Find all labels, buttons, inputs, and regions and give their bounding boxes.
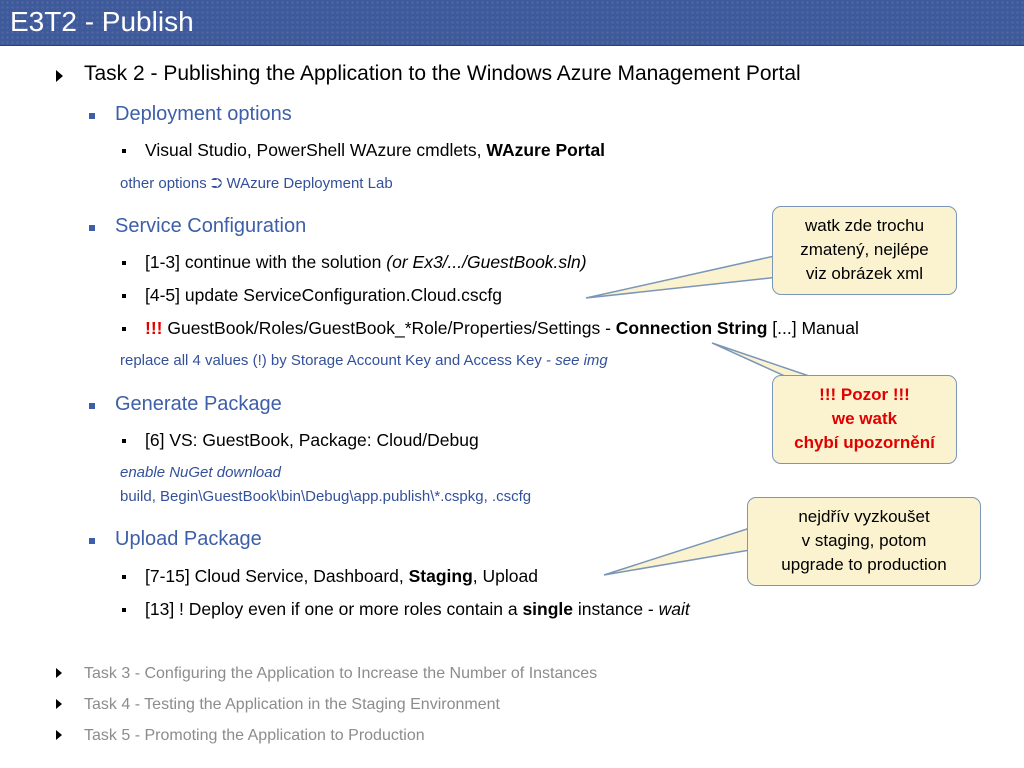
upload-item-2-text: [13] ! Deploy even if one or more roles … <box>145 599 523 619</box>
curved-arrow-icon: ⮊ <box>210 175 223 192</box>
small-square-bullet-icon <box>122 439 126 443</box>
small-square-bullet-icon <box>122 575 126 579</box>
callout-1-line-2: zmatený, nejlépe <box>800 240 929 259</box>
upload-item-1: [7-15] Cloud Service, Dashboard, Staging… <box>145 566 538 587</box>
upload-item-2-bold: single <box>522 599 574 619</box>
upload-item-1-suffix: , Upload <box>472 566 538 586</box>
callout-3-line-2: v staging, potom <box>801 531 927 550</box>
service-note-italic: see img <box>555 352 608 369</box>
callout-warning: !!! Pozor !!! we watk chybí upozornění <box>772 375 957 464</box>
slide-title: E3T2 - Publish <box>10 6 194 37</box>
upload-item-2-mid: instance - <box>573 599 659 619</box>
small-square-bullet-icon <box>122 327 126 331</box>
service-item-3-end: [...] Manual <box>767 318 859 338</box>
upload-item-1-text: [7-15] Cloud Service, Dashboard, <box>145 566 409 586</box>
square-bullet-icon <box>89 225 95 231</box>
upload-package-label: Upload Package <box>115 528 262 550</box>
upload-item-2: [13] ! Deploy even if one or more roles … <box>145 599 690 620</box>
task4-item: Task 4 - Testing the Application in the … <box>84 696 500 713</box>
upload-item-1-bold: Staging <box>408 566 473 586</box>
callout-3-pointer <box>603 526 751 576</box>
task3-item: Task 3 - Configuring the Application to … <box>84 665 598 682</box>
small-square-bullet-icon <box>122 149 126 153</box>
callout-staging-note: nejdřív vyzkoušet v staging, potom upgra… <box>747 497 981 586</box>
service-note: replace all 4 values (!) by Storage Acco… <box>120 352 608 369</box>
service-item-3: !!! GuestBook/Roles/GuestBook_*Role/Prop… <box>145 318 859 339</box>
callout-2-line-3: chybí upozornění <box>794 433 935 452</box>
generate-item: [6] VS: GuestBook, Package: Cloud/Debug <box>145 430 479 450</box>
deployment-item: Visual Studio, PowerShell WAzure cmdlets… <box>145 140 605 161</box>
square-bullet-icon <box>89 403 95 409</box>
deployment-options-label: Deployment options <box>115 103 292 125</box>
callout-2-line-1: !!! Pozor !!! <box>819 385 910 404</box>
callout-2-pointer <box>711 342 813 378</box>
task2-heading: Task 2 - Publishing the Application to t… <box>84 62 801 85</box>
square-bullet-icon <box>89 113 95 119</box>
triangle-right-icon <box>56 668 62 678</box>
service-item-2: [4-5] update ServiceConfiguration.Cloud.… <box>145 285 503 305</box>
callout-1-pointer <box>585 254 780 299</box>
generate-package-label: Generate Package <box>115 393 282 415</box>
deployment-note-suffix: WAzure Deployment Lab <box>222 175 393 192</box>
task5-item: Task 5 - Promoting the Application to Pr… <box>84 727 425 744</box>
callout-3-line-3: upgrade to production <box>781 555 947 574</box>
callout-1-line-3: viz obrázek xml <box>805 264 924 283</box>
deployment-item-text: Visual Studio, PowerShell WAzure cmdlets… <box>145 140 487 160</box>
service-item-1-text: [1-3] continue with the solution <box>145 252 387 272</box>
service-item-3-bold: Connection String <box>615 318 768 338</box>
callout-1-line-1: watk zde trochu <box>804 216 925 235</box>
square-bullet-icon <box>89 538 95 544</box>
service-item-3-text: GuestBook/Roles/GuestBook_*Role/Properti… <box>162 318 616 338</box>
triangle-right-icon <box>56 699 62 709</box>
service-item-1-italic: (or Ex3/.../GuestBook.sln) <box>386 252 587 272</box>
small-square-bullet-icon <box>122 608 126 612</box>
generate-note-line2: build, Begin\GuestBook\bin\Debug\app.pub… <box>120 488 532 505</box>
deployment-note-prefix: other options <box>120 175 211 192</box>
deployment-item-bold: WAzure Portal <box>486 140 606 160</box>
small-square-bullet-icon <box>122 261 126 265</box>
upload-item-2-italic: wait <box>658 599 690 619</box>
small-square-bullet-icon <box>122 294 126 298</box>
generate-note-line1: enable NuGet download <box>120 464 281 481</box>
deployment-note: other options ⮊ WAzure Deployment Lab <box>120 175 393 192</box>
title-bar: E3T2 - Publish <box>0 0 1024 46</box>
callout-3-line-1: nejdřív vyzkoušet <box>798 507 930 526</box>
alert-marker: !!! <box>145 318 163 338</box>
service-note-text: replace all 4 values (!) by Storage Acco… <box>120 352 556 369</box>
callout-2-line-2: we watk <box>831 409 898 428</box>
triangle-right-icon <box>56 70 63 82</box>
triangle-right-icon <box>56 730 62 740</box>
service-item-1: [1-3] continue with the solution (or Ex3… <box>145 252 587 273</box>
callout-confusing-note: watk zde trochu zmatený, nejlépe viz obr… <box>772 206 957 295</box>
service-configuration-label: Service Configuration <box>115 215 307 237</box>
